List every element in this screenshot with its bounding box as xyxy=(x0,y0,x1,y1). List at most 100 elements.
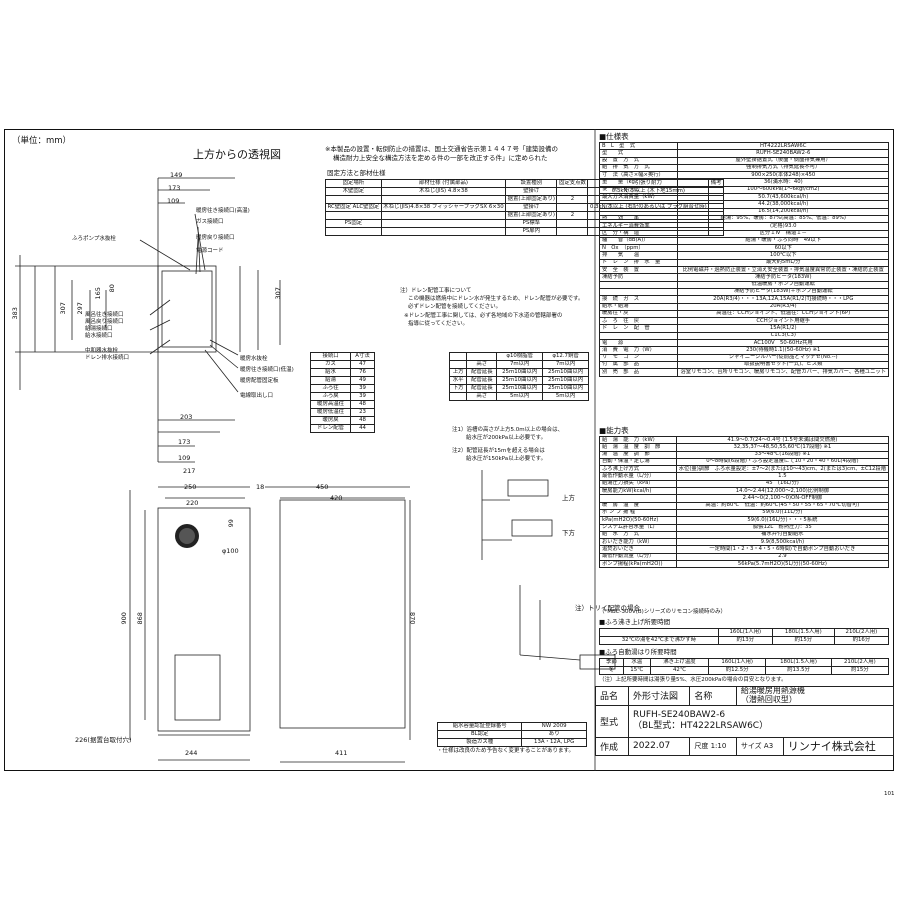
view-title: 上方からの透視図 xyxy=(193,148,281,161)
dim-label: 149 xyxy=(170,171,183,179)
note-line: ※本製品の設置・転倒防止の措置は、国土交通省告示第１４４７号「建築設備の xyxy=(325,145,558,153)
note-line: 注2）配管延長が15mを超える場合は xyxy=(452,448,545,454)
dim-label: 18 xyxy=(256,483,265,491)
callout-label: 給水接続口 xyxy=(85,333,113,339)
callout-label: ガス接続口 xyxy=(196,219,224,225)
table-header: 固定支点数 xyxy=(556,179,589,188)
spec-row: 追焚おいだき一定時間(1・2・3・4・5・6時間)で自動ポンプ自動おいだき xyxy=(599,545,890,554)
spec-row: 暖房往・戻高温往：CCHジョイント、低温往：CCHジョイント(6P) xyxy=(598,309,889,319)
spec-row: 熱 効 率給湯：95%、暖房：87%(高温：85%、低温：89%) xyxy=(598,214,889,224)
spec-row: リ モ コ ンシャイニーシルバー(従前品とマッチセ(No.--) xyxy=(598,353,889,362)
note-line: 注1）浴槽の高さが上方5.0m以上の場合は、 xyxy=(452,427,564,433)
section-title: ■仕様表 xyxy=(599,132,629,141)
spec-row: 給 排 気 方 式強制排気方式（排気延長不可） xyxy=(598,163,889,173)
callout-label: 電源コード xyxy=(196,248,224,254)
callout-label: 暖房水抜栓 xyxy=(240,356,268,362)
callout-label: 電線取出し口 xyxy=(240,393,274,399)
note-line: （注）上記所要時間は湯張り量5%、水圧200kPaの場合の目安となります。 xyxy=(599,677,787,683)
spec-row: kPa(mH2O)(50-60Hz)59(6.0)(16L/分)・・・5系統 xyxy=(599,516,890,525)
spec-row: 凍結予防ヒータ(183W)＋ポンプ自動運転 xyxy=(598,287,889,297)
page-number: 101 xyxy=(884,791,895,797)
note-line: 指導に従ってください。 xyxy=(408,321,469,327)
spec-row: 安 全 装 置比例電磁弁・過熱防止装置・立消え安全装置・排気温度異常防止装置・凍… xyxy=(598,266,889,275)
bath-fill-table: 季節水温沸き上げ温度 160L(1人用)180L(1.5人用)210L(2人用)… xyxy=(599,658,890,675)
bath-heat-table: 160L(1人用)180L(1.5人用)210L(2人用) 32℃の湯を42℃ま… xyxy=(599,628,890,645)
callout-label: 給湯接続口 xyxy=(85,326,113,332)
spec-row: 給湯圧力損失（kPa）45 (16L/分) xyxy=(599,479,890,489)
spec-row: 寸 法（高さ×幅×奥行）900×250(本体248)×450 xyxy=(598,171,889,180)
company-name: リンナイ株式会社 xyxy=(782,736,895,756)
table-row: 32℃の湯を42℃まで沸かす時約13分約15分約16分 xyxy=(599,636,890,645)
section-title: ■ふろ自動湯はり所要時間 xyxy=(599,648,677,656)
spec-row: C1C3(C3) xyxy=(598,331,889,341)
callout-label: ドレン排水接続口 xyxy=(85,355,130,361)
table-header: 部材仕様 (付属部品) xyxy=(380,179,507,188)
spec-row: 低温暖房・ポンプ自動運転 xyxy=(598,280,889,289)
table-header: 設置種別 xyxy=(505,179,558,188)
note-line: ※ドレン配管工事に関しては、必ず各地域の下水道の管轄部署の xyxy=(404,313,563,319)
dim-label: 109 xyxy=(178,454,191,462)
spec-row: ド レ ン 排 水 量最大約5mL/分 xyxy=(598,258,889,268)
dim-label: 383 xyxy=(10,307,19,320)
drawing-sheet xyxy=(4,129,894,771)
spec-row: ポンプ揚程(kPa(mH2O))56kPa(5.7mH2O)(5L/分)(50-… xyxy=(599,560,890,569)
unit-label: （単位：mm） xyxy=(12,136,72,146)
spec-row: 給 水 方 式補水弁付自動給水 xyxy=(599,530,890,540)
top-view-body xyxy=(157,265,217,353)
spec-row: 16.5(14,200kcal/h) xyxy=(598,207,889,216)
dim-label: 244 xyxy=(185,749,198,757)
spec-row: システム許容水量（L）膨張12L 耐熱圧力：35 xyxy=(599,523,890,532)
note-line: 構造耐力上安全な構造方法を定める件の一部を改正する件」に定められた xyxy=(333,154,548,162)
dim-label: 80 xyxy=(107,284,116,293)
spec-row: 凍結予防凍結予防ヒータ(183W) xyxy=(598,273,889,282)
callout-label: 暖房往き接続口(高温) xyxy=(196,208,250,214)
spec-row: 重 量（kg）36(満水時：40) xyxy=(598,178,889,187)
note-line: この機器は燃焼中にドレン水が発生するため、ドレン配管が必要です。 xyxy=(408,296,584,302)
callout-label: ふろポンプ水抜栓 xyxy=(72,236,116,242)
side-view-body xyxy=(279,499,406,729)
dim-label: 173 xyxy=(178,438,191,446)
dim-label: 250 xyxy=(184,483,197,491)
spec-row: 別 売 部 品浴室リモコン、台所リモコン、暖房リモコン、配管カバー、排気カバー、… xyxy=(598,368,889,377)
dim-label: 450 xyxy=(316,483,329,491)
callout-label: 風呂往き接続口 xyxy=(85,312,124,318)
dim-label: 165 xyxy=(93,287,102,300)
note-line: （*MBC-300V(B)シリーズのリモコン接続時のみ） xyxy=(599,609,727,615)
dim-label: 173 xyxy=(168,184,181,192)
dim-label: 109 xyxy=(167,197,180,205)
spec-row: おいだき能力（kW）9.9(8,500kcal/h) xyxy=(599,538,890,547)
dim-label: 217 xyxy=(183,467,196,475)
callout-label: 暖房往き接続口(低温) xyxy=(240,367,294,373)
dim-label: 297 xyxy=(75,302,84,315)
spec-row: 消 費 電 力（W）230(待機時1.1)(50-60Hz) ※1 xyxy=(598,346,889,355)
spec-row: 2.44〜0(2,100〜0)ON-OFF制御 xyxy=(599,494,890,503)
callout-label: 暖房戻り接続口 xyxy=(196,235,235,241)
note-line: 給水圧が200kPa以上必要です。 xyxy=(466,435,547,441)
spec-row: エネルギー消費効率(定格)93.0 xyxy=(598,222,889,231)
product-name: 給湯暖房用熱源機（潜熱回収型） xyxy=(735,686,895,706)
dim-label: 307 xyxy=(58,302,67,315)
